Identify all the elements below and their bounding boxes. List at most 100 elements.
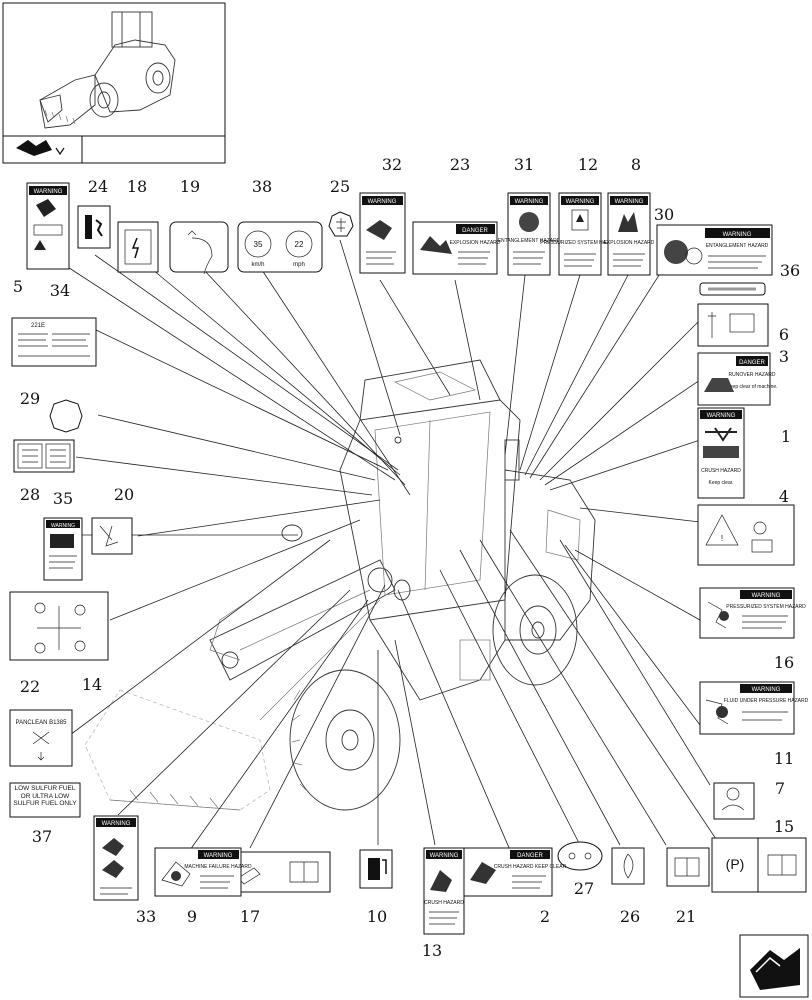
decal-27	[557, 841, 603, 871]
decal-35: WARNING	[43, 517, 83, 581]
decal-21	[666, 847, 710, 887]
callout-9: 9	[187, 907, 197, 926]
speed-kmh-unit: km/h	[251, 262, 264, 268]
decal-1-text: Keep clear.	[708, 480, 733, 486]
decal-13-label: CRUSH HAZARD	[424, 900, 464, 906]
decal-23: DANGER EXPLOSION HAZARD	[412, 221, 501, 275]
decal-2: DANGER CRUSH HAZARD KEEP CLEAR	[461, 847, 567, 897]
decal-8-warning-text: WARNING	[615, 199, 644, 205]
callout-27: 27	[574, 879, 594, 898]
callout-19: 19	[180, 177, 200, 196]
decal-37: LOW SULFUR FUEL OR ULTRA LOW SULFUR FUEL…	[9, 782, 81, 818]
next-page-arrow-icon[interactable]	[739, 934, 809, 998]
callout-12: 12	[578, 155, 598, 174]
decal-6	[697, 303, 769, 347]
callout-numbers: 24 18 19 38 25 32 23 31 12 8 30 36 6 3 1…	[13, 155, 800, 960]
decal-33: WARNING	[93, 815, 139, 901]
model-label: 221E	[31, 323, 45, 329]
thumbnail-view-icon	[16, 140, 65, 156]
decal-16: WARNING PRESSURIZED SYSTEM HAZARD	[699, 587, 806, 639]
decal-12: WARNING PRESSURIZED SYSTEM HAZARD	[540, 192, 620, 276]
decal-2-label: CRUSH HAZARD KEEP CLEAR	[494, 864, 567, 870]
callout-7: 7	[775, 779, 785, 798]
decal-30: WARNING ENTANGLEMENT HAZARD	[656, 224, 773, 276]
decal-25	[328, 211, 354, 237]
decal-33-warning-text: WARNING	[102, 821, 131, 827]
callout-32: 32	[382, 155, 402, 174]
leader-lines	[59, 239, 721, 851]
decal-11-label: FLUID UNDER PRESSURE HAZARD	[724, 698, 809, 704]
thumbnail-panel	[2, 2, 226, 164]
decal-12-warning-text: WARNING	[566, 199, 595, 205]
callout-26: 26	[620, 907, 640, 926]
callout-14: 14	[82, 675, 102, 694]
decal-14	[9, 591, 109, 661]
callout-35: 35	[53, 489, 73, 508]
decal-26	[611, 847, 645, 885]
callout-37: 37	[32, 827, 52, 846]
speed-kmh-value: 35	[254, 240, 263, 249]
callout-30: 30	[654, 205, 674, 224]
panclean-label: PANCLEAN B1385	[16, 720, 68, 726]
svg-text:!: !	[721, 534, 723, 543]
decal-32: WARNING	[359, 192, 406, 274]
callout-33: 33	[136, 907, 156, 926]
decal-10	[359, 849, 393, 889]
decal-2-danger-text: DANGER	[517, 853, 543, 859]
callout-25: 25	[330, 177, 350, 196]
decal-17	[225, 851, 331, 893]
decal-15: (P)	[711, 837, 807, 893]
callout-10: 10	[367, 907, 387, 926]
decal-32-warning-text: WARNING	[368, 199, 397, 205]
callout-23: 23	[450, 155, 470, 174]
decal-3-label: RUNOVER HAZARD	[729, 372, 776, 378]
decal-4: !	[697, 504, 795, 566]
decal-11-warning-text: WARNING	[752, 687, 781, 693]
decal-16-label: PRESSURIZED SYSTEM HAZARD	[726, 604, 806, 610]
decal-16-warning-text: WARNING	[752, 593, 781, 599]
callout-11: 11	[774, 749, 794, 768]
decal-12-label: PRESSURIZED SYSTEM HAZARD	[540, 240, 620, 246]
decal-31-warning-text: WARNING	[515, 199, 544, 205]
callout-20: 20	[114, 485, 134, 504]
low-sulfur-fuel-text: LOW SULFUR FUEL OR ULTRA LOW SULFUR FUEL…	[13, 785, 77, 807]
thumbnail-loader-image	[39, 11, 176, 129]
decal-24	[77, 205, 111, 249]
decal-38: 35 km/h 22 mph	[237, 221, 323, 273]
callout-1: 1	[781, 427, 791, 446]
decal-31-label: ENTANGLEMENT HAZARD	[498, 238, 561, 244]
callout-38: 38	[252, 177, 272, 196]
callout-8: 8	[631, 155, 641, 174]
callout-31: 31	[514, 155, 534, 174]
callout-34: 34	[50, 281, 70, 300]
callout-13: 13	[422, 941, 442, 960]
decal-29	[49, 399, 83, 433]
loader-machine-drawing	[84, 359, 596, 811]
decal-13: WARNING CRUSH HAZARD	[423, 847, 465, 935]
decal-5: 221E	[11, 317, 97, 367]
decal-3-danger-text: DANGER	[739, 360, 765, 366]
callout-16: 16	[774, 653, 794, 672]
speed-mph-unit: mph	[293, 262, 305, 268]
decal-11: WARNING FLUID UNDER PRESSURE HAZARD	[699, 681, 809, 735]
speed-mph-value: 22	[295, 240, 304, 249]
decal-8: WARNING EXPLOSION HAZARD	[604, 192, 655, 276]
callout-3: 3	[779, 347, 789, 366]
parking-label: (P)	[726, 856, 745, 872]
decal-3-text: Keep clear of machine.	[726, 384, 777, 390]
callout-29: 29	[20, 389, 40, 408]
callout-36: 36	[780, 261, 800, 280]
decal-20	[91, 517, 133, 555]
callout-4: 4	[779, 487, 789, 506]
decal-3: DANGER RUNOVER HAZARD Keep clear of mach…	[697, 352, 778, 406]
decal-1-warning-text: WARNING	[707, 413, 736, 419]
decal-30-warning-text: WARNING	[723, 232, 752, 238]
callout-2: 2	[540, 907, 550, 926]
callout-5: 5	[13, 277, 23, 296]
decal-8-label: EXPLOSION HAZARD	[604, 240, 655, 246]
decal-13-warning-text: WARNING	[430, 853, 459, 859]
callout-15: 15	[774, 817, 794, 836]
decal-28	[13, 439, 75, 473]
